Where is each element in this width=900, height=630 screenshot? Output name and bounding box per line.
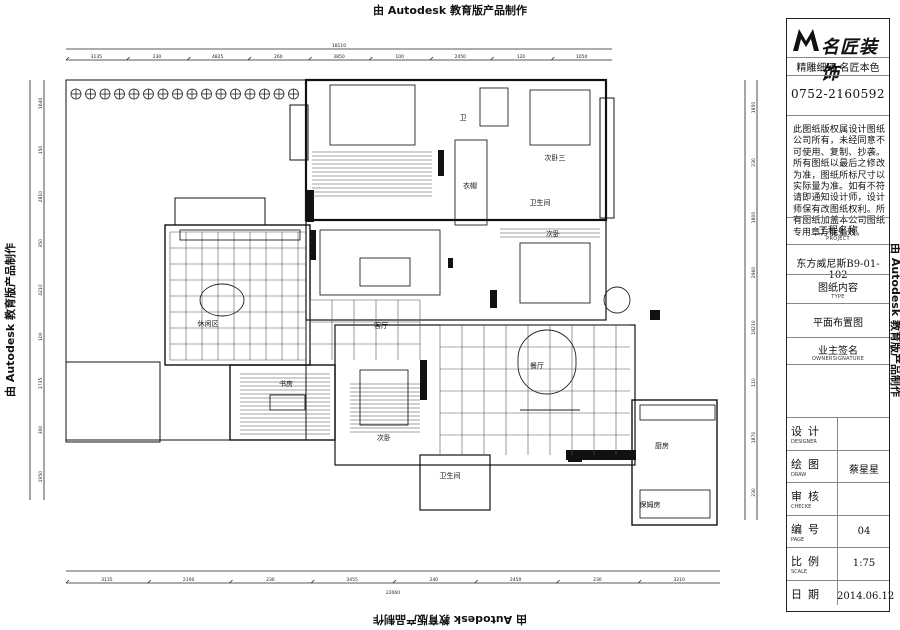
owner-label: 业主签名 (818, 346, 858, 357)
row-divider (787, 417, 889, 418)
dimension-label: 100 (38, 332, 44, 341)
dimension-label: 230 (751, 488, 757, 497)
type-sub: TYPE (831, 294, 845, 300)
room-label-dining: 餐厅 (530, 361, 544, 370)
type-value: 平面布置图 (813, 318, 863, 329)
row-sub: PAGE (791, 536, 805, 543)
row-label: 设计 (791, 425, 825, 438)
dimension-label: 1800 (751, 212, 757, 224)
room-label-nanny: 保姆房 (640, 500, 661, 509)
room-label-living: 客厅 (374, 321, 388, 330)
dimension-label: 1735 (38, 377, 44, 389)
row-value: 2014.06.12 (837, 591, 895, 602)
furniture (179, 84, 716, 519)
dimension-label: 230 (153, 54, 162, 60)
dimension-label: 2100 (183, 577, 195, 583)
dimension-label: 1870 (751, 432, 757, 444)
company-phone: 0752-2160592 (790, 87, 886, 101)
row-label: 审核 (791, 490, 825, 504)
room-label-bath_bottom: 卫生间 (440, 471, 461, 480)
dimension-label: 230 (593, 577, 602, 583)
dimension-label: 2450 (510, 577, 522, 583)
row-sub: SCALE (791, 569, 808, 576)
dimension-label: 2810 (38, 191, 44, 203)
row-divider (787, 580, 889, 581)
dimension-label: 350 (38, 239, 44, 248)
dimension-label: 1640 (38, 97, 44, 109)
type-label: 图纸内容 (818, 283, 858, 294)
row-value: 蔡星星 (849, 464, 879, 476)
row-sub: DESIGNER (791, 439, 817, 445)
room-label-bedroom2: 次卧 (546, 229, 560, 238)
room-label-bedroom3: 次卧三 (545, 153, 566, 162)
dimension-label: 3850 (333, 54, 345, 60)
floor-plan: 次卧三卫衣帽卫生间次卧休闲区客厅餐厅书房次卧厨房保姆房卫生间 181103135… (29, 43, 758, 596)
dimension-label: 1850 (751, 102, 757, 114)
dimension-total-bottom: 22060 (386, 590, 400, 596)
copyright-notice: 此图纸版权属设计图纸公司所有，未经同意不可使用、复制、抄袭。所有图纸以最后之修改… (793, 125, 885, 238)
row-sub: DRAW (791, 471, 807, 478)
row-value: 04 (857, 525, 871, 537)
dimension-label: 260 (274, 54, 283, 60)
owner-sub: OWNERSIGNATURE (811, 356, 865, 362)
dimension-label: 1050 (576, 54, 588, 60)
dimension-label: 100 (395, 54, 404, 60)
dimension-label: 2450 (455, 54, 467, 60)
dimension-label: 3455 (346, 577, 358, 583)
outer-walls (65, 78, 718, 526)
dimension-label: 240 (430, 577, 439, 583)
dimension-label: 4825 (212, 54, 224, 60)
room-label-kitchen: 厨房 (655, 441, 669, 450)
garden-trees (70, 88, 299, 100)
dimension-label: 4210 (38, 284, 44, 296)
wall-columns (306, 150, 660, 462)
dimension-labels: 18110 3135 230 4825 260 3850 100 2450 120 1050 220… (38, 43, 757, 596)
row-column-divider (837, 417, 838, 605)
dimension-label: 3210 (673, 577, 685, 583)
room-labels: 次卧三卫衣帽卫生间次卧休闲区客厅餐厅书房次卧厨房保姆房卫生间 (198, 114, 670, 509)
hatched-floors (240, 151, 600, 435)
project-sub: PROJECT (826, 236, 850, 242)
room-label-bath2: 卫生间 (530, 198, 551, 207)
room-label-leisure: 休闲区 (198, 319, 219, 328)
room-label-bath_top: 卫 (460, 114, 467, 122)
row-divider (787, 547, 889, 549)
row-divider (787, 482, 889, 484)
row-value: 1:75 (852, 558, 876, 570)
watermark-top: 由 Autodesk 教育版产品制作 (372, 4, 527, 17)
dimension-label: 2960 (751, 267, 757, 279)
row-sub: CHECKE (791, 504, 812, 511)
dimension-label: 110 (751, 378, 757, 387)
row-label: 比例 (791, 555, 825, 569)
title-block: 名匠装饰 精雕细琢 名匠本色 0752-2160592 此图纸版权属设计图纸公司… (786, 18, 895, 612)
company-logo: 名匠装饰 (791, 25, 887, 84)
row-label: 编号 (791, 522, 825, 536)
row-divider (787, 514, 889, 516)
room-label-cloak: 衣帽 (463, 181, 477, 190)
dimension-label: 230 (751, 158, 757, 167)
company-slogan: 精雕细琢 名匠本色 (796, 63, 880, 74)
project-label: 工程名称 (818, 226, 858, 237)
dimension-total-top: 18110 (332, 43, 346, 49)
dimension-label: 18210 (751, 320, 757, 334)
tile-grids (169, 231, 630, 455)
logo-text: 名匠装饰 (821, 37, 878, 84)
project-value: 东方威尼斯B9-01-102 (796, 259, 880, 281)
dimension-label: 3135 (101, 577, 113, 583)
dimension-label: 3135 (91, 54, 103, 60)
row-label: 日期 (791, 588, 825, 601)
dimension-label: 120 (517, 54, 526, 60)
dimension-label: 300 (38, 426, 44, 435)
dimension-label: 230 (266, 577, 275, 583)
row-label: 绘图 (791, 457, 825, 471)
room-label-study: 书房 (279, 379, 293, 388)
row-divider (787, 449, 889, 451)
dimension-label: 1950 (38, 471, 44, 483)
room-label-bedroom: 次卧 (377, 433, 391, 442)
dimension-label: 150 (38, 146, 44, 155)
